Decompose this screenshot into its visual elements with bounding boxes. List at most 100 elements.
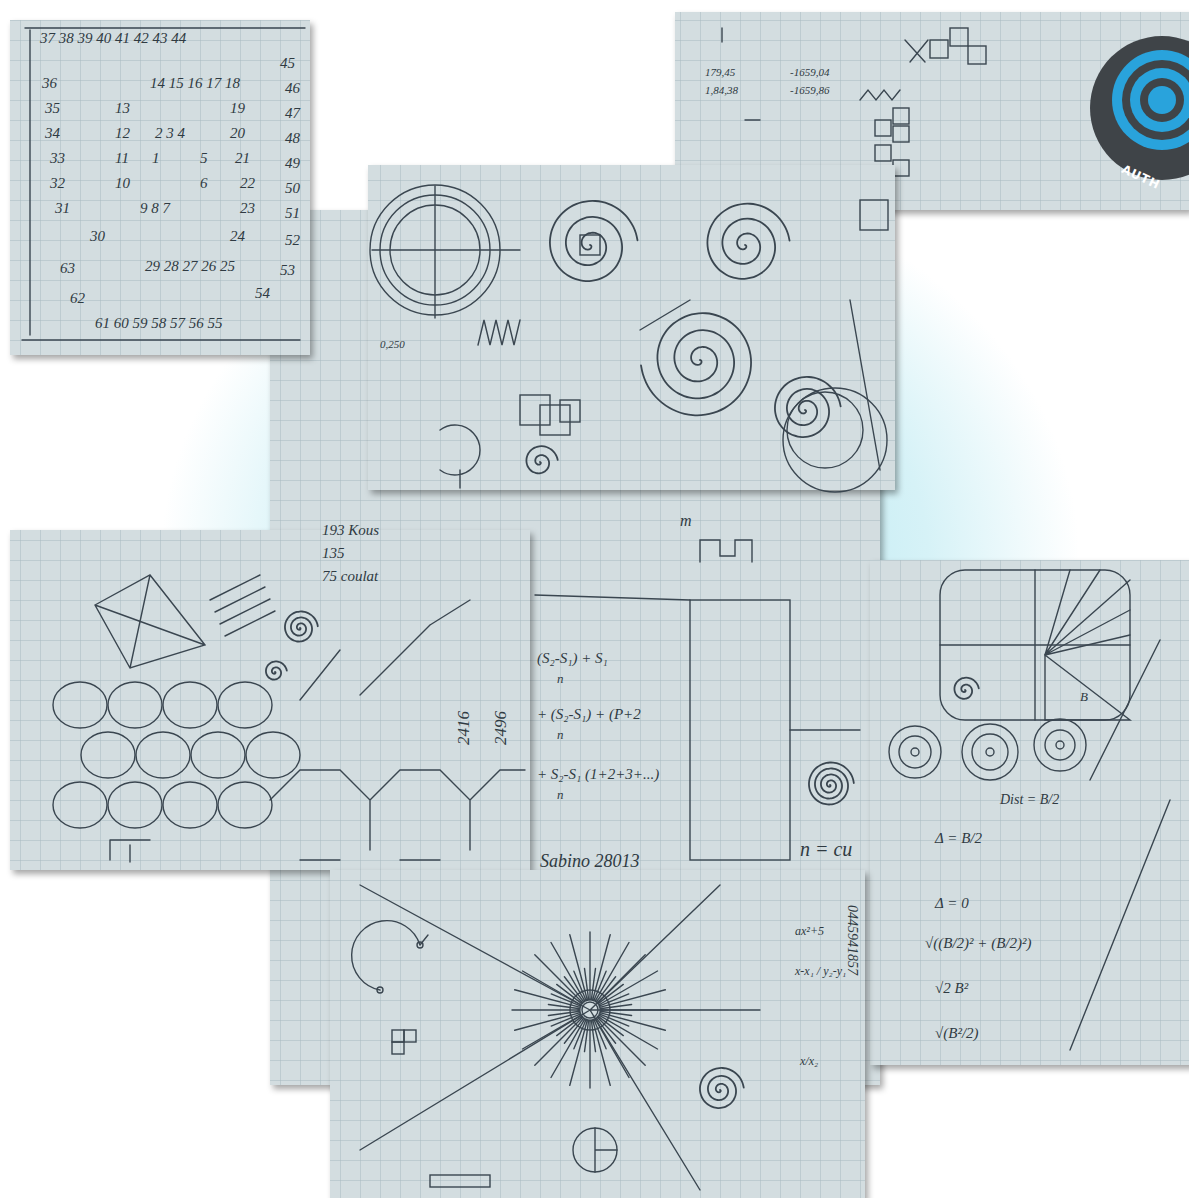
pencil-rect (893, 108, 909, 124)
table-cell: 45 (280, 55, 295, 72)
badge-text: AUTH (1119, 163, 1162, 192)
pencil-stroke (860, 90, 900, 100)
table-cell: 54 (255, 285, 270, 302)
formula: √((B/2)² + (B/2)²) (925, 935, 1031, 952)
pencil-ellipse (108, 682, 162, 728)
pencil-rect (860, 200, 888, 230)
table-cell: 30 (90, 228, 105, 245)
table-cell: 21 (235, 150, 250, 167)
pencil-spiral (526, 446, 557, 473)
table-cell: 31 (55, 200, 70, 217)
handwritten-note: 193 Kous (322, 522, 379, 539)
handwritten-note: Sabino 28013 (540, 852, 640, 872)
pencil-stroke (300, 600, 470, 700)
pencil-rect (690, 600, 790, 860)
table-cell: 37 38 39 40 41 42 43 44 (40, 30, 186, 47)
table-cell: 9 8 7 (140, 200, 170, 217)
pencil-spiral (707, 204, 789, 279)
pencil-stroke (1045, 570, 1130, 655)
pencil-stroke (640, 300, 880, 470)
pencil-rect (893, 126, 909, 142)
pencil-rect (950, 28, 968, 46)
table-cell: 50 (285, 180, 300, 197)
formula: Δ = B/2 (935, 830, 982, 847)
pencil-stroke (905, 40, 928, 62)
pencil-stroke (270, 770, 525, 860)
formula: n (557, 728, 564, 742)
pencil-spiral (809, 762, 854, 804)
pencil-stroke (110, 840, 150, 862)
pencil-ellipse (81, 732, 135, 778)
pencil-rect (520, 395, 550, 425)
pencil-circle (783, 388, 887, 492)
table-cell: 10 (115, 175, 130, 192)
pencil-circle (911, 748, 919, 756)
pencil-rect (392, 1042, 404, 1054)
pencil-rect (940, 570, 1130, 720)
formula: Δ = 0 (935, 895, 969, 912)
pencil-stroke (478, 320, 520, 345)
pencil-rect (540, 405, 570, 435)
table-cell: 29 28 27 26 25 (145, 258, 235, 275)
pencil-ellipse (108, 782, 162, 828)
pencil-stroke (595, 1128, 617, 1172)
table-cell: 12 (115, 125, 130, 142)
table-cell: 6 (200, 175, 208, 192)
table-cell: 49 (285, 155, 300, 172)
pencil-spiral (266, 661, 287, 679)
pencil-rect (580, 235, 600, 255)
handwritten-number: -1659,86 (790, 84, 829, 96)
table-cell: 62 (70, 290, 85, 307)
formula: Dist = B/2 (1000, 792, 1059, 807)
paper-sheet (870, 560, 1189, 1065)
table-cell: 53 (280, 262, 295, 279)
pencil-circle (1034, 719, 1086, 771)
formula: (S₂-S₁) + S₁ (537, 650, 608, 667)
pencil-circle (1056, 741, 1064, 749)
pencil-ellipse (218, 782, 272, 828)
handwritten-note: 75 coulat (322, 568, 378, 585)
pencil-stroke (1045, 655, 1130, 720)
handwritten-number: 2416 (455, 711, 474, 745)
formula: n (557, 672, 564, 686)
pencil-ellipse (246, 732, 300, 778)
pencil-stroke (95, 575, 205, 668)
handwritten-note: 135 (322, 545, 345, 562)
pencil-rect (392, 1030, 404, 1042)
formula: √2 B² (935, 980, 968, 997)
pencil-circle (962, 724, 1018, 780)
table-cell: 46 (285, 80, 300, 97)
table-cell: 5 (200, 150, 208, 167)
pencil-rect (968, 46, 986, 64)
table-cell: 61 60 59 58 57 56 55 (95, 315, 223, 332)
pencil-ellipse (218, 682, 272, 728)
pencil-circle (899, 736, 931, 768)
formula: n = cu (800, 838, 852, 860)
table-cell: 24 (230, 228, 245, 245)
pencil-stroke (1070, 640, 1170, 1050)
table-cell: 14 15 16 17 18 (150, 75, 240, 92)
pencil-ellipse (163, 782, 217, 828)
pencil-circle (377, 987, 383, 993)
table-cell: 23 (240, 200, 255, 217)
pencil-ellipse (53, 782, 107, 828)
pencil-spiral (954, 678, 978, 699)
formula: √(B²/2) (935, 1025, 979, 1042)
table-cell: 36 (42, 75, 57, 92)
table-cell: 20 (230, 125, 245, 142)
pencil-rect (930, 40, 948, 58)
handwritten-number: 0,250 (380, 338, 405, 350)
pencil-rect (875, 120, 891, 136)
table-cell: 48 (285, 130, 300, 147)
pencil-rect (404, 1030, 416, 1042)
formula: + (S₂-S₁) + (P+2 (537, 706, 641, 723)
handwritten-number: -1659,04 (790, 66, 829, 78)
table-cell: 63 (60, 260, 75, 277)
pencil-ellipse (136, 732, 190, 778)
pencil-spiral (700, 1068, 744, 1108)
pencil-spiral (285, 611, 318, 641)
handwritten-number: 0445941857 (845, 905, 860, 975)
formula: ax²+5 (795, 925, 824, 938)
pencil-circle (972, 734, 1008, 770)
formula: n (557, 788, 564, 802)
